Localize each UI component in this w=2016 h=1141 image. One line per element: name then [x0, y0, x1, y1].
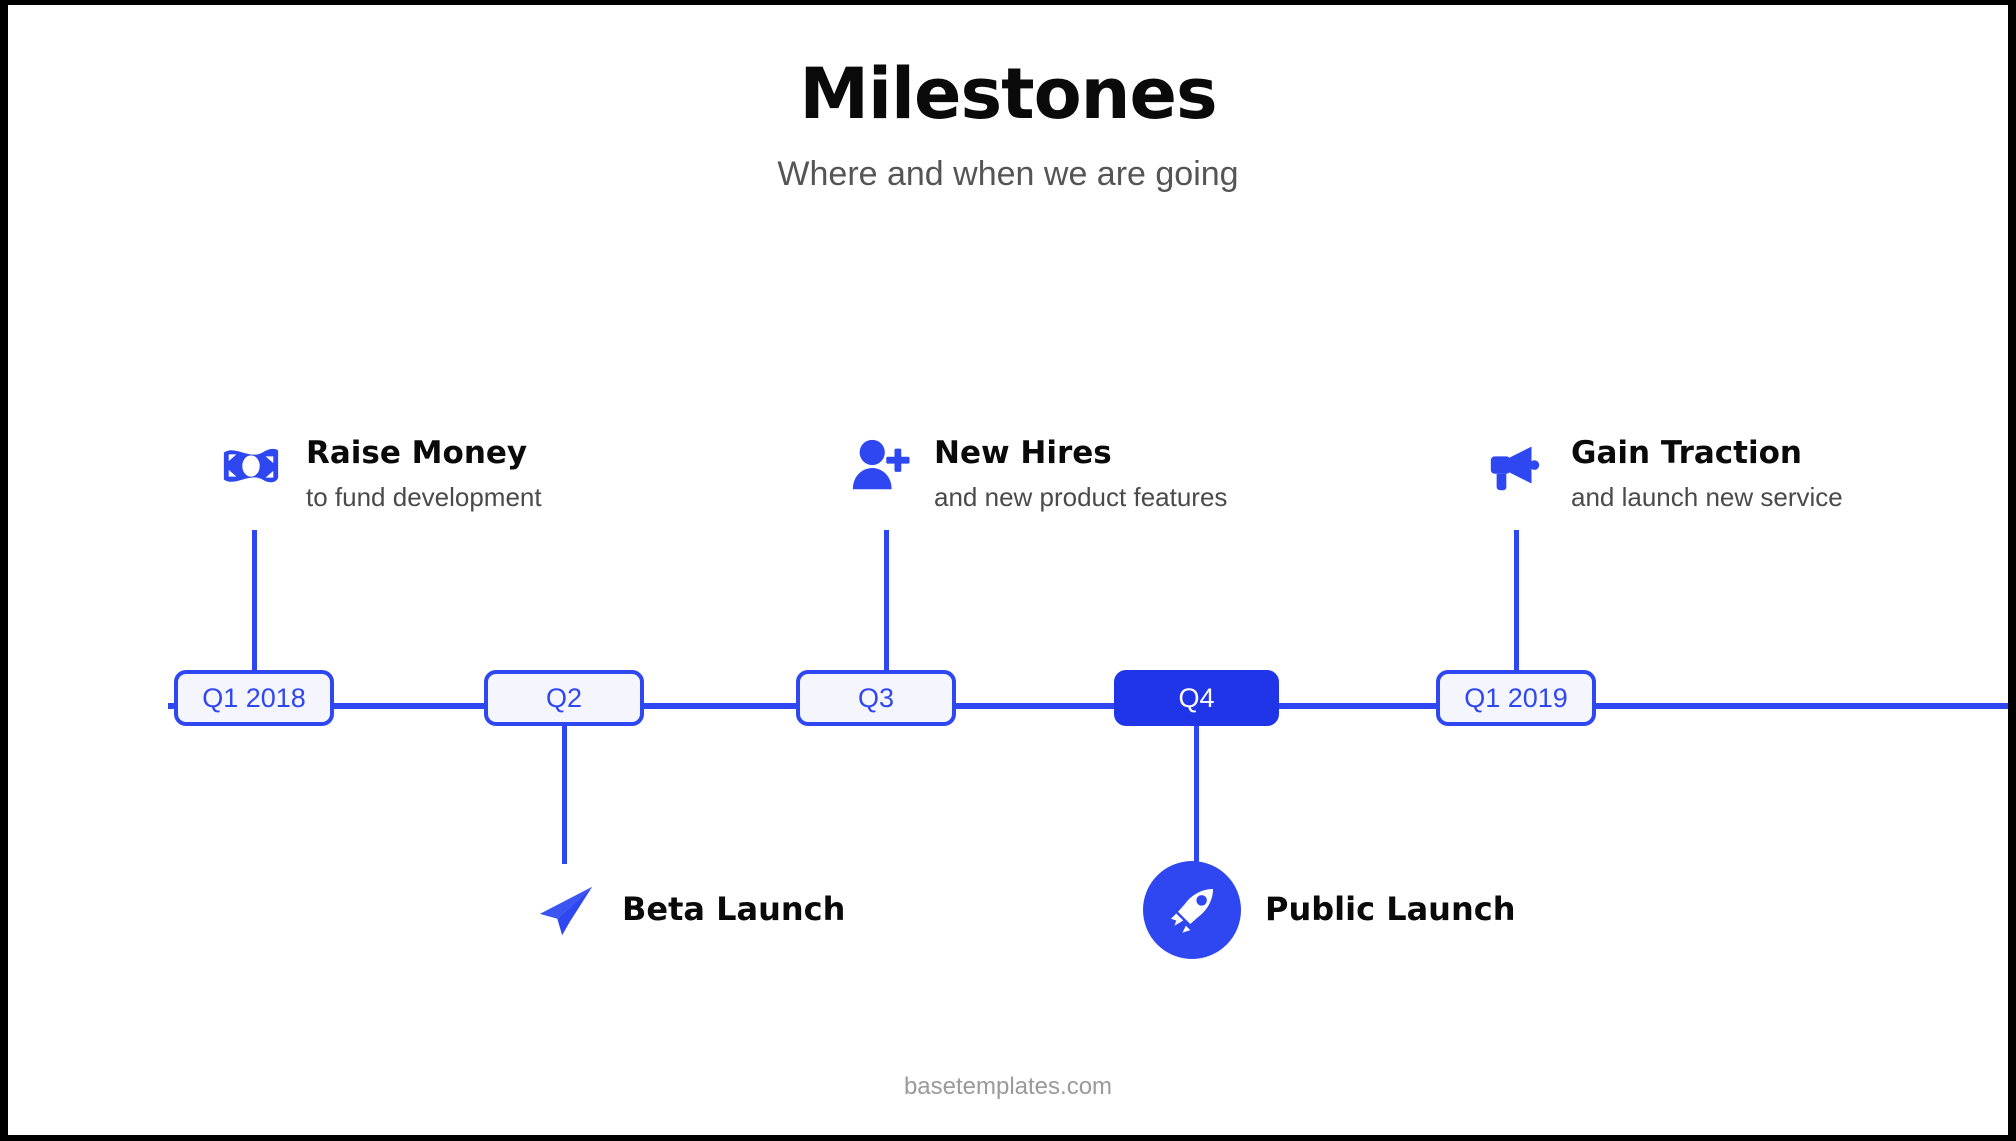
- timeline-pill-label: Q4: [1178, 682, 1215, 713]
- timeline-pill-q3[interactable]: Q3: [796, 670, 956, 726]
- slide-canvas: Milestones Where and when we are going Q…: [8, 5, 2008, 1135]
- milestone-title: Public Launch: [1265, 890, 1516, 929]
- milestone-title: New Hires: [934, 435, 1112, 471]
- milestone-subtitle: and new product features: [934, 481, 1228, 512]
- timeline-pill-q4[interactable]: Q4: [1114, 670, 1279, 726]
- timeline-pill-label: Q1 2019: [1464, 682, 1568, 713]
- user-plus-icon: [848, 435, 910, 497]
- rocket-circle-icon: [1143, 861, 1241, 959]
- paper-plane-icon: [536, 879, 598, 941]
- milestone-subtitle: and launch new service: [1571, 481, 1843, 512]
- timeline-pill-label: Q3: [857, 682, 895, 713]
- milestone-subtitle: to fund development: [306, 481, 542, 512]
- timeline-axis: [168, 703, 2008, 709]
- milestone-text-block: Public Launch: [1265, 890, 1516, 929]
- connector-stem-gain-traction: [1514, 530, 1519, 672]
- connector-stem-beta-launch: [562, 724, 567, 864]
- connector-stem-raise-money: [252, 530, 257, 672]
- timeline-pill-q1-2019[interactable]: Q1 2019: [1436, 670, 1596, 726]
- slide-header: Milestones Where and when we are going: [8, 5, 2008, 194]
- timeline-pill-label: Q2: [545, 682, 583, 713]
- footer-attribution: basetemplates.com: [903, 1073, 1113, 1100]
- milestone-text-block: Gain Traction and launch new service: [1571, 435, 1843, 513]
- milestone-gain-traction[interactable]: Gain Traction and launch new service: [1485, 435, 1843, 513]
- milestone-new-hires[interactable]: New Hires and new product features: [848, 435, 1227, 513]
- page-subtitle: Where and when we are going: [777, 155, 1239, 193]
- timeline-pill-label: Q1 2018: [202, 682, 306, 713]
- timeline-pill-q2[interactable]: Q2: [484, 670, 644, 726]
- milestone-text-block: Beta Launch: [622, 890, 846, 929]
- milestone-title: Beta Launch: [622, 890, 846, 929]
- banknote-icon: [220, 435, 282, 497]
- milestone-title: Raise Money: [306, 435, 528, 471]
- milestone-text-block: Raise Money to fund development: [306, 435, 542, 513]
- page-title: Milestones: [799, 53, 1217, 135]
- milestone-beta-launch[interactable]: Beta Launch: [536, 879, 845, 941]
- connector-stem-public-launch: [1194, 724, 1199, 864]
- timeline-pill-q1-2018[interactable]: Q1 2018: [174, 670, 334, 726]
- milestone-public-launch[interactable]: Public Launch: [1143, 861, 1515, 959]
- milestone-raise-money[interactable]: Raise Money to fund development: [220, 435, 542, 513]
- megaphone-icon: [1485, 435, 1547, 497]
- milestone-text-block: New Hires and new product features: [934, 435, 1227, 513]
- milestone-title: Gain Traction: [1571, 435, 1802, 471]
- connector-stem-new-hires: [884, 530, 889, 672]
